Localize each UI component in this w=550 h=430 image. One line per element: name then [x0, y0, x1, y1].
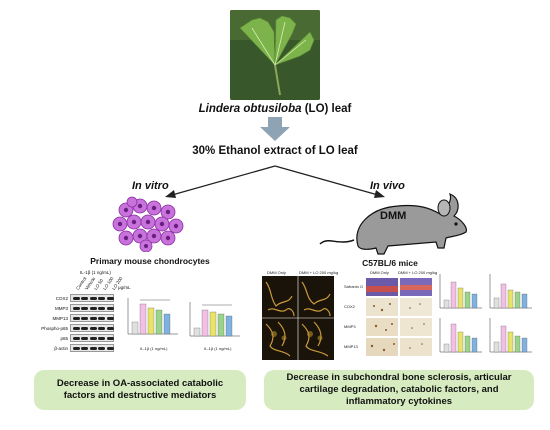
blot-band — [89, 347, 97, 350]
in-vivo-result-text: Decrease in subchondral bone sclerosis, … — [286, 372, 512, 407]
blot-band — [98, 347, 106, 350]
in-vitro-title: In vitro — [132, 180, 169, 192]
species-suffix: (LO) leaf — [304, 103, 352, 115]
panel-b-label-1: DMM Only — [370, 270, 389, 275]
blot-row-label: MMP3 — [54, 306, 68, 311]
in-vivo-title: In vivo — [370, 180, 405, 192]
blot-row-label: p65 — [60, 336, 68, 341]
strain-label: C57BL/6 mice — [362, 258, 418, 268]
vitro-chart-1-axis: IL-1β (1 ng/mL) — [140, 346, 168, 351]
blot-band — [98, 317, 106, 320]
species-name: Lindera obtusiloba — [198, 103, 302, 115]
blot-band — [106, 317, 114, 320]
cell-label: Primary mouse chondrocytes — [90, 256, 210, 266]
panel-b-label-2: DMM + LO 200 mg/kg — [398, 270, 438, 275]
blot-band — [98, 337, 106, 340]
blot-band — [89, 327, 97, 330]
blot-band — [81, 347, 89, 350]
chondrocyte-cluster-icon — [112, 196, 184, 252]
panel-a-label-2: DMM + LO 200 mg/kg — [299, 270, 339, 275]
il-label: IL-1β (1 ng/mL) — [80, 270, 111, 275]
in-vitro-result-box: Decrease in OA-associated catabolic fact… — [34, 370, 246, 410]
blot-band-row — [70, 304, 114, 312]
blot-band — [89, 307, 97, 310]
histology-images — [366, 278, 432, 356]
blot-row-label: MMP13 — [52, 316, 68, 321]
blot-band — [106, 327, 114, 330]
extract-label: 30% Ethanol extract of LO leaf — [192, 145, 358, 157]
blot-band — [89, 317, 97, 320]
blot-band-row — [70, 344, 114, 352]
blot-row-label: COX2 — [55, 296, 68, 301]
unit-label: μg/mL — [118, 285, 131, 290]
blot-band-row — [70, 334, 114, 342]
blot-bands — [70, 294, 114, 354]
blot-band — [73, 297, 80, 300]
histology-row-label: COX2 — [344, 304, 355, 309]
mouse-label: DMM — [380, 210, 407, 222]
vitro-chart-2-axis: IL-1β (1 ng/mL) — [204, 346, 232, 351]
blot-band-row — [70, 314, 114, 322]
panel-a-label-1: DMM Only — [267, 270, 286, 275]
blot-band-row — [70, 324, 114, 332]
blot-band — [81, 317, 89, 320]
histology-row-label: MMP13 — [344, 344, 358, 349]
blot-band — [98, 307, 106, 310]
blot-band — [98, 327, 106, 330]
blot-band — [73, 347, 80, 350]
blot-band — [81, 327, 89, 330]
mouse-icon — [319, 192, 467, 255]
vitro-chart-2 — [189, 302, 240, 337]
vitro-chart-1 — [127, 298, 178, 335]
blot-row-label: β-actin — [54, 346, 68, 351]
in-vitro-result-text: Decrease in OA-associated catabolic fact… — [56, 378, 224, 401]
blot-band — [73, 317, 80, 320]
down-arrow-icon — [260, 117, 290, 141]
in-vivo-result-box: Decrease in subchondral bone sclerosis, … — [264, 370, 534, 410]
blot-band — [106, 347, 114, 350]
blot-band — [89, 297, 97, 300]
blot-band-row — [70, 294, 114, 302]
blot-band — [106, 337, 114, 340]
leaf-caption: Lindera obtusiloba (LO) leaf — [140, 103, 410, 115]
blot-band — [106, 307, 114, 310]
histology-row-label: Safranin O — [344, 284, 364, 289]
leaf-image — [230, 10, 320, 100]
microct-images — [262, 276, 334, 360]
blot-band — [73, 327, 80, 330]
blot-band — [81, 307, 89, 310]
blot-band — [73, 307, 80, 310]
blot-band — [98, 297, 106, 300]
vivo-charts — [439, 274, 532, 353]
histology-row-label: MMP3 — [344, 324, 356, 329]
blot-band — [81, 337, 89, 340]
blot-row-label: Phospho-p65 — [41, 326, 68, 331]
blot-band — [106, 297, 114, 300]
blot-band — [81, 297, 89, 300]
blot-band — [73, 337, 80, 340]
blot-band — [89, 337, 97, 340]
